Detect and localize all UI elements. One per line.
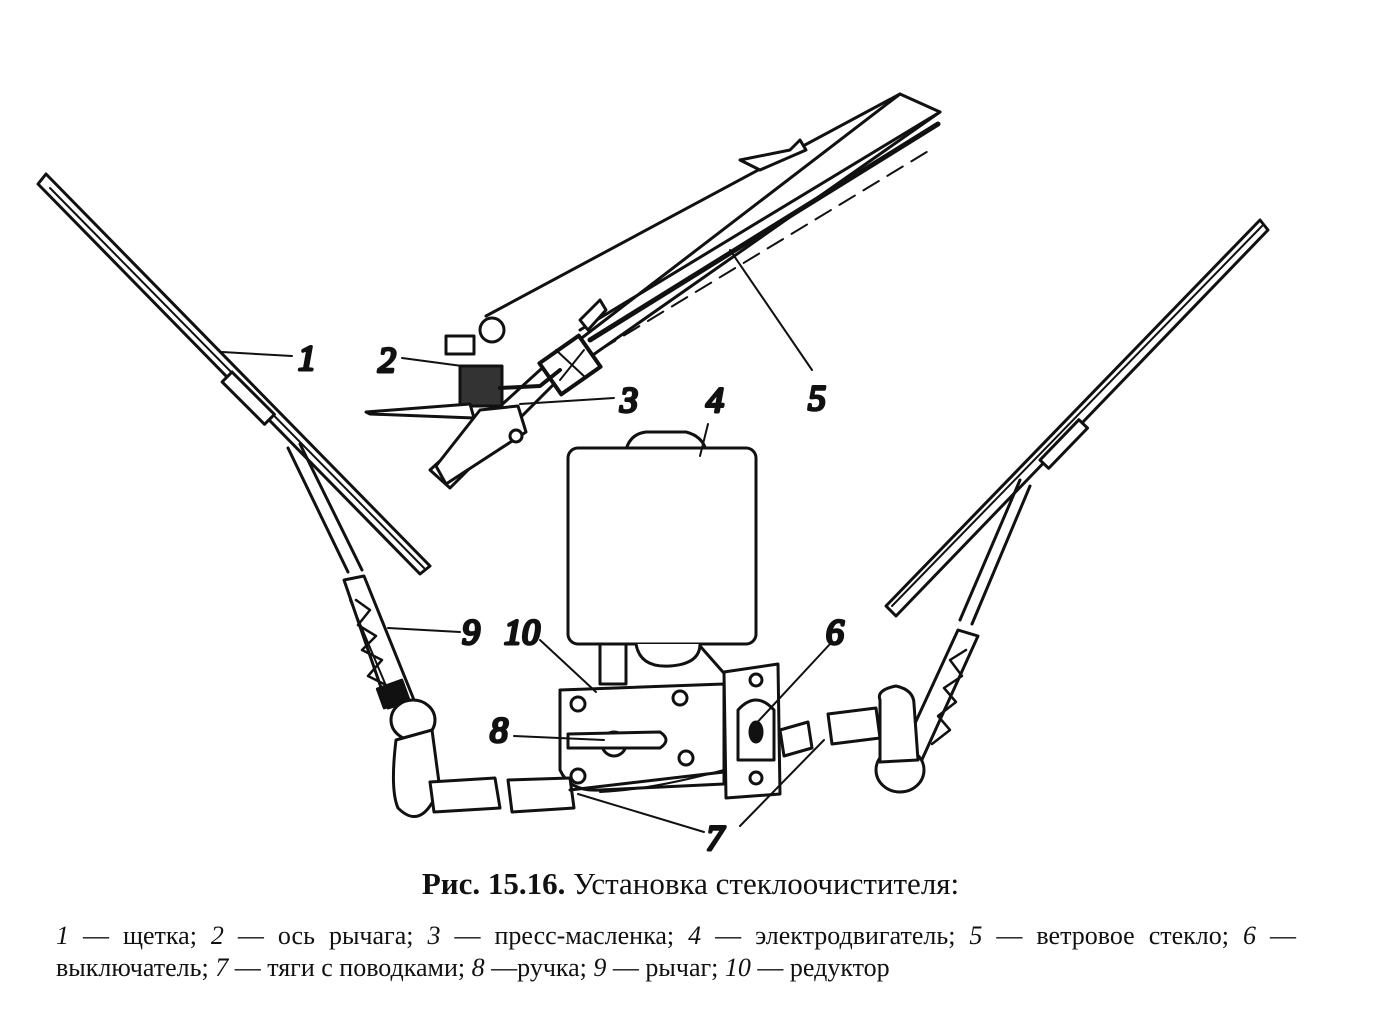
legend-text: — редуктор	[750, 953, 890, 982]
legend-num: 5	[969, 921, 983, 950]
windshield-section	[364, 92, 942, 490]
legend-num: 10	[724, 953, 751, 982]
legend-num: 7	[215, 953, 229, 982]
legend-item: 2 — ось рычага;	[211, 921, 428, 950]
wiper-assembly-diagram: 1 2 3 4 5 6 7 8 9 10	[36, 92, 1270, 860]
legend-item: 3 — пресс-масленка;	[427, 921, 688, 950]
legend-item: 10 — редуктор	[725, 953, 890, 982]
right-wiper-blade	[884, 218, 1270, 618]
callout-8: 8	[490, 710, 508, 750]
electric-motor	[566, 430, 758, 686]
left-pivot-crank	[389, 698, 502, 818]
legend-item: 8 —ручка;	[472, 953, 594, 982]
legend-num: 2	[210, 921, 224, 950]
callout-9: 9	[462, 612, 480, 652]
leader-lines	[221, 249, 831, 833]
figure-title: Установка стеклоочистителя:	[573, 866, 960, 901]
legend-text: — выключатель;	[56, 921, 1296, 982]
figure-caption: Рис. 15.16. Установка стеклоочистителя:	[0, 866, 1381, 902]
callout-4: 4	[706, 380, 724, 420]
callout-2: 2	[378, 340, 396, 380]
legend-num: 8	[471, 953, 485, 982]
callout-7: 7	[706, 818, 726, 858]
left-wiper-lever	[286, 442, 416, 710]
figure-legend: 1 — щетка; 2 — ось рычага; 3 — пресс-мас…	[56, 920, 1296, 984]
legend-text: — ось рычага;	[223, 921, 428, 950]
legend-item: 5 — ветровое стекло;	[969, 921, 1243, 950]
figure-number: Рис. 15.16.	[421, 866, 566, 901]
legend-item: 6 — выключатель;	[56, 921, 1296, 982]
callout-10: 10	[504, 612, 540, 652]
left-wiper-blade	[36, 172, 432, 576]
callout-6: 6	[826, 612, 844, 652]
gearbox-reducer	[558, 682, 726, 793]
callout-1: 1	[298, 338, 316, 378]
legend-num: 3	[427, 921, 441, 950]
link-rods	[506, 706, 882, 814]
right-pivot-crank	[874, 684, 926, 794]
legend-item: 4 — электродвигатель;	[688, 921, 969, 950]
callout-5: 5	[808, 378, 826, 418]
legend-text: — ветровое стекло;	[982, 921, 1243, 950]
legend-num: 6	[1242, 921, 1256, 950]
legend-text: —ручка;	[484, 953, 594, 982]
legend-text: — пресс-масленка;	[440, 921, 689, 950]
legend-num: 9	[593, 953, 607, 982]
legend-item: 1 — щетка;	[56, 921, 211, 950]
switch	[722, 662, 814, 800]
legend-text: — рычаг;	[606, 953, 725, 982]
callout-labels: 1 2 3 4 5 6 7 8 9 10	[297, 337, 846, 860]
legend-item: 9 — рычаг;	[593, 953, 724, 982]
callout-3: 3	[619, 380, 638, 420]
legend-item: 7 — тяги с поводками;	[215, 953, 471, 982]
legend-num: 1	[56, 921, 69, 950]
legend-text: — щетка;	[69, 921, 211, 950]
legend-num: 4	[688, 921, 702, 950]
legend-text: — тяги с поводками;	[228, 953, 472, 982]
legend-text: — электродвигатель;	[701, 921, 970, 950]
